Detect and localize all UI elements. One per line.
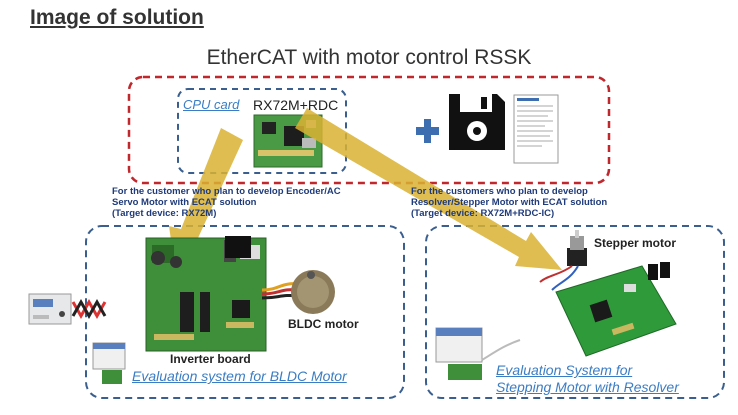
page-heading: Image of solution xyxy=(30,6,204,29)
right-note-line-2: Resolver/Stepper Motor with ECAT solutio… xyxy=(411,197,608,208)
inverter-connector xyxy=(225,236,251,258)
bldc-motor-label: BLDC motor xyxy=(288,317,359,331)
stepper-motor-image xyxy=(567,230,587,266)
left-note-line-3: (Target device: RX72M) xyxy=(112,208,217,219)
stepper-wires xyxy=(539,265,573,283)
left-note-line-1: For the customer who plan to develop Enc… xyxy=(112,186,341,197)
left-target-note: For the customer who plan to develop Enc… xyxy=(112,186,341,219)
document-icon xyxy=(513,94,559,164)
stepper-motor-label: Stepper motor xyxy=(594,236,677,250)
stepper-board-image xyxy=(555,262,677,357)
stepper-system-box xyxy=(425,225,725,399)
eval-link-stepper[interactable]: Evaluation System for Stepping Motor wit… xyxy=(496,362,679,396)
twisted-wires-icon xyxy=(71,298,107,320)
floppy-disk-icon xyxy=(449,94,505,150)
cpu-card-model: RX72M+RDC xyxy=(253,97,339,113)
right-note-line-3: (Target device: RX72M+RDC-IC) xyxy=(411,208,555,219)
eval-kit-box-right xyxy=(435,327,521,380)
power-supply-image xyxy=(28,293,72,325)
right-note-line-1: For the customers who plan to develop xyxy=(411,186,588,197)
bldc-motor-image xyxy=(291,270,335,314)
diagram-subtitle: EtherCAT with motor control RSSK xyxy=(206,46,532,69)
cpu-card-label: CPU card xyxy=(183,97,240,112)
left-note-line-2: Servo Motor with ECAT solution xyxy=(112,197,257,208)
rssk-box xyxy=(127,75,611,185)
eval-link-bldc[interactable]: Evaluation system for BLDC Motor xyxy=(132,368,347,384)
eval-link-stepper-line-2: Stepping Motor with Resolver xyxy=(496,379,679,395)
plus-icon xyxy=(416,119,439,143)
inverter-board-label: Inverter board xyxy=(170,352,251,366)
stepper-wires-2 xyxy=(551,265,579,291)
eval-link-stepper-line-1: Evaluation System for xyxy=(496,362,633,378)
eval-kit-box-left xyxy=(92,342,126,384)
right-target-note: For the customers who plan to develop Re… xyxy=(411,186,607,219)
arrow-to-stepper xyxy=(295,108,562,270)
